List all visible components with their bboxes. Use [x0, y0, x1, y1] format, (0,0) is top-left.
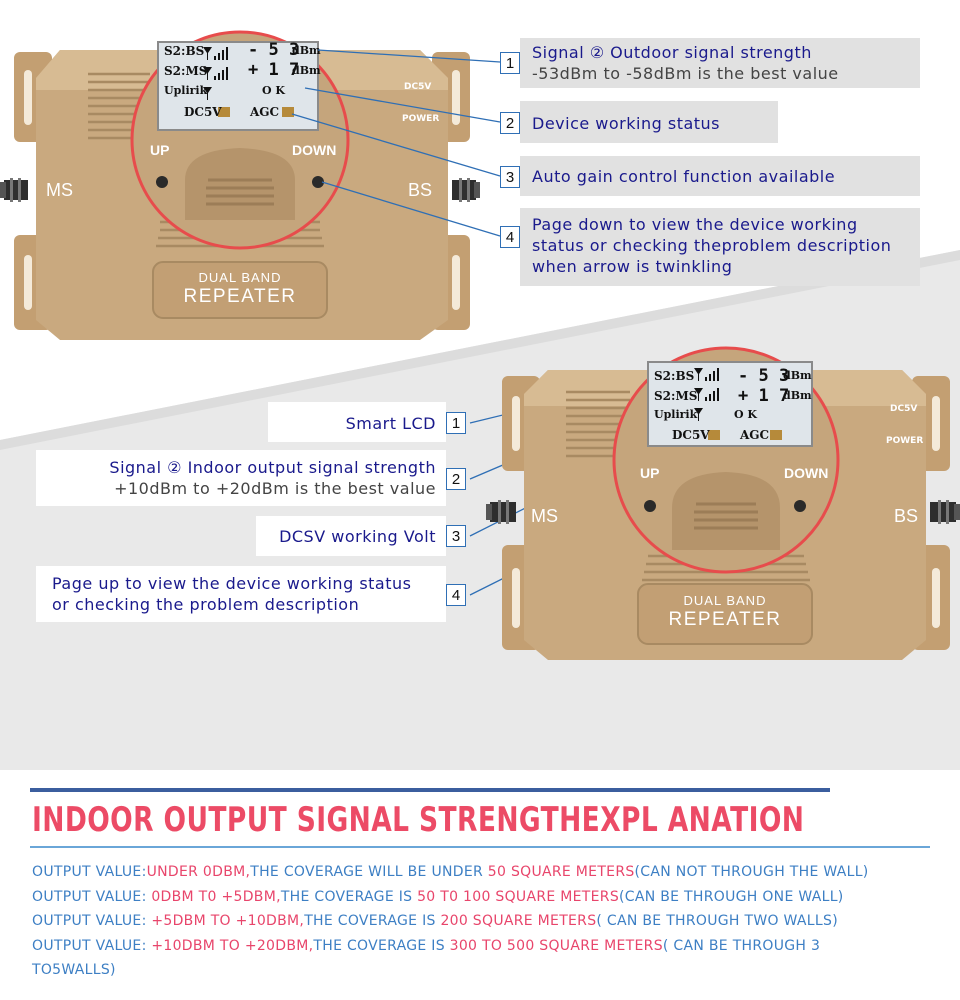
lcd-row1-unit: dBm [783, 369, 812, 382]
lcd-row1-value: - 5 3 [248, 40, 300, 60]
up-button-label: UP [640, 465, 660, 481]
dc5v-label: DC5V [890, 404, 918, 414]
callout-text: Device working status [532, 114, 721, 133]
heading-underline [30, 846, 930, 848]
bottom-callout-2: Signal ② Indoor output signal strength +… [36, 450, 446, 506]
button-down-dot-icon [312, 176, 324, 188]
lcd-row1-label: S2:BS [164, 44, 205, 58]
output-row: OUTPUT VALUE:UNDER 0DBM,THE COVERAGE WIL… [32, 864, 869, 880]
lcd-row2-unit: dBm [783, 389, 812, 402]
lcd-row3-value: O K [734, 408, 757, 421]
lcd-row2-label: S2:MS [654, 389, 698, 403]
callout-text: Smart LCD [345, 414, 436, 433]
plate-line1: DUAL BAND [683, 593, 767, 608]
bottom-callout-3: DCSV working Volt [256, 516, 446, 556]
dc5v-label: DC5V [404, 82, 432, 92]
callout-number: 3 [446, 525, 466, 547]
callout-number: 1 [500, 52, 520, 74]
checkbox-icon [708, 430, 782, 440]
lcd-row2-unit: dBm [292, 64, 321, 77]
top-callout-4: Page down to view the device working sta… [520, 208, 920, 286]
output-value-list: OUTPUT VALUE:UNDER 0DBM,THE COVERAGE WIL… [32, 860, 932, 983]
callout-text: Page up to view the device working statu… [52, 574, 412, 614]
repeater-device-bottom [486, 346, 960, 660]
down-button-label: DOWN [292, 142, 337, 158]
callout-number: 4 [446, 584, 466, 606]
lcd-row4-left: DC5V [672, 428, 710, 442]
power-label: POWER [402, 114, 440, 124]
lcd-row2-label: S2:MS [164, 64, 208, 78]
output-row: OUTPUT VALUE: 0DBM T0 +5DBM,THE COVERAGE… [32, 888, 844, 905]
antenna-connector-left-icon [486, 500, 516, 524]
antenna-connector-right-icon [930, 500, 960, 524]
port-ms-label: MS [46, 180, 73, 200]
checkbox-icon [218, 107, 294, 117]
port-ms-label: MS [531, 506, 558, 526]
plate-line1: DUAL BAND [198, 270, 282, 285]
lcd-row4-right: AGC [250, 105, 280, 119]
callout-number: 4 [500, 226, 520, 248]
bottom-callout-4: Page up to view the device working statu… [36, 566, 446, 622]
callout-text: Auto gain control function available [532, 167, 836, 186]
antenna-connector-right-icon [452, 178, 480, 202]
plate-line2: REPEATER [183, 286, 297, 307]
callout-text: Signal ② Outdoor signal strength [532, 43, 812, 62]
top-callout-1: Signal ② Outdoor signal strength -53dBm … [520, 38, 920, 88]
callout-number: 2 [446, 468, 466, 490]
heading-top-rule [30, 788, 830, 792]
up-button-label: UP [150, 142, 170, 158]
bottom-callout-1: Smart LCD [268, 402, 446, 442]
signal-bars-icon [203, 47, 228, 100]
callout-text: DCSV working Volt [279, 527, 436, 546]
output-row: OUTPUT VALUE: +5DBM TO +10DBM,THE COVERA… [32, 913, 838, 929]
lcd-row1-unit: dBm [292, 44, 321, 57]
callout-subtext: -53dBm to -58dBm is the best value [532, 64, 839, 83]
button-up-dot-icon [644, 500, 656, 512]
lcd-row4-right: AGC [740, 428, 770, 442]
antenna-connector-left-icon [0, 178, 28, 202]
button-up-dot-icon [156, 176, 168, 188]
callout-number: 3 [500, 166, 520, 188]
lcd-row3-value: O K [262, 84, 285, 97]
lcd-row2-value: + 1 7 [738, 386, 790, 406]
lcd-row1-label: S2:BS [654, 369, 695, 383]
callout-text: Signal ② Indoor output signal strength [109, 458, 436, 477]
down-button-label: DOWN [784, 465, 829, 481]
port-bs-label: BS [408, 180, 433, 200]
port-bs-label: BS [894, 506, 919, 526]
plate-line2: REPEATER [668, 609, 782, 630]
repeater-device-top [0, 30, 480, 340]
lcd-row3-label: Uplirik [164, 84, 208, 97]
explanation-heading: INDOOR OUTPUT SIGNAL STRENGTHEXPL ANATIO… [32, 800, 805, 840]
callout-subtext: +10dBm to +20dBm is the best value [114, 479, 436, 498]
button-down-dot-icon [794, 500, 806, 512]
lcd-row2-value: + 1 7 [248, 60, 300, 80]
power-label: POWER [886, 436, 924, 446]
lcd-row1-value: - 5 3 [738, 366, 790, 386]
lcd-row4-left: DC5V [184, 105, 222, 119]
callout-number: 1 [446, 412, 466, 434]
output-row: OUTPUT VALUE: +10DBM TO +20DBM,THE COVER… [32, 937, 821, 979]
callout-text: Page down to view the device working sta… [532, 215, 892, 276]
top-callout-2: Device working status [520, 101, 778, 143]
signal-bars-icon [694, 368, 719, 421]
top-callout-3: Auto gain control function available [520, 156, 920, 196]
lcd-row3-label: Uplirik [654, 408, 698, 421]
callout-number: 2 [500, 112, 520, 134]
